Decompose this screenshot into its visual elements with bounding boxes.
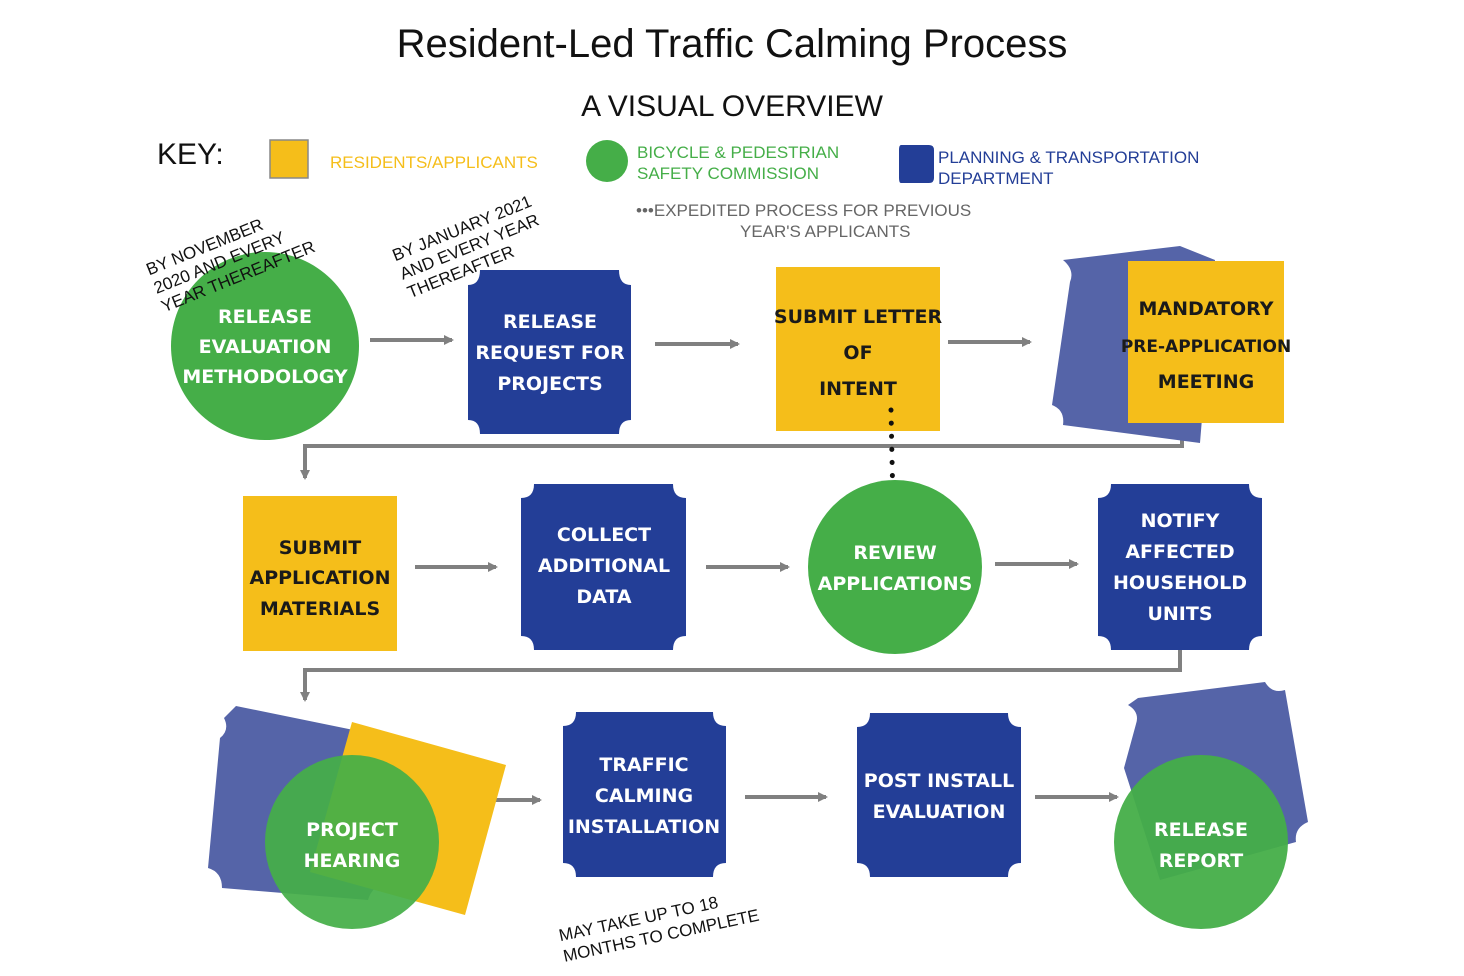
step-project-hearing: PROJECT HEARING (208, 706, 506, 929)
step-label-line: UNITS (1147, 603, 1212, 625)
step-label-line: COLLECT (557, 524, 651, 546)
step-label-line: EVALUATION (199, 336, 332, 358)
step-release-evaluation-methodology: RELEASE EVALUATION METHODOLOGY (171, 252, 359, 440)
department-notched-square (468, 270, 631, 434)
step-label-line: HOUSEHOLD (1113, 572, 1247, 594)
key-department-text-1: PLANNING & TRANSPORTATION (938, 148, 1199, 167)
step-label-line: MEETING (1158, 371, 1254, 393)
step-label-line: OF (843, 342, 872, 364)
residents-square (1128, 261, 1284, 423)
step-submit-application-materials: SUBMIT APPLICATION MATERIALS (243, 496, 397, 651)
step-label-line: PRE-APPLICATION (1121, 337, 1291, 357)
page-title: Resident-Led Traffic Calming Process (396, 22, 1068, 66)
step-label-line: METHODOLOGY (182, 366, 348, 388)
step-label-line: PROJECTS (497, 373, 602, 395)
step-label-line: RELEASE (218, 306, 312, 328)
key-expedited-note: •••EXPEDITED PROCESS FOR PREVIOUS YEAR'S… (636, 201, 971, 241)
step-label-line: MATERIALS (260, 598, 380, 620)
step-label-line: APPLICATIONS (818, 573, 973, 595)
department-notched-square (857, 713, 1021, 877)
step-label-line: DATA (576, 586, 631, 608)
step-release-report: RELEASE REPORT (1114, 682, 1308, 929)
step-label-line: PROJECT (306, 819, 398, 841)
step-label-line: REPORT (1159, 850, 1243, 872)
key-residents-text: RESIDENTS/APPLICANTS (330, 153, 538, 172)
step-label-line: REQUEST FOR (475, 342, 625, 364)
step-mandatory-pre-application-meeting: MANDATORY PRE-APPLICATION MEETING (1052, 246, 1291, 443)
step-label-line: HEARING (304, 850, 401, 872)
key-commission-swatch (586, 140, 628, 182)
step-label-line: ADDITIONAL (538, 555, 670, 577)
step-label-line: TRAFFIC (599, 754, 688, 776)
commission-circle (171, 252, 359, 440)
step-label-line: MANDATORY (1139, 298, 1274, 320)
department-notched-square (1098, 484, 1262, 650)
step-label-line: CALMING (595, 785, 693, 807)
step-review-applications: REVIEW APPLICATIONS (808, 480, 982, 654)
key-department: PLANNING & TRANSPORTATION DEPARTMENT (899, 145, 1199, 188)
step-label-line: NOTIFY (1141, 510, 1220, 532)
step-label-line: POST INSTALL (864, 770, 1014, 792)
step-label-line: APPLICATION (250, 567, 391, 589)
commission-circle (265, 755, 439, 929)
step-label-line: AFFECTED (1125, 541, 1234, 563)
commission-circle (1114, 755, 1288, 929)
residents-square (243, 496, 397, 651)
step-label-line: RELEASE (1154, 819, 1248, 841)
commission-circle (808, 480, 982, 654)
key-commission-text-2: SAFETY COMMISSION (637, 164, 819, 183)
connector-row2-row3 (300, 648, 1182, 702)
key-residents-swatch (269, 139, 309, 179)
key-label: KEY: (157, 138, 224, 171)
department-notched-square (563, 712, 726, 877)
key-residents: RESIDENTS/APPLICANTS (269, 139, 538, 179)
step-label-line: INTENT (819, 378, 897, 400)
key-commission: BICYCLE & PEDESTRIAN SAFETY COMMISSION (586, 140, 839, 183)
key-department-swatch (899, 145, 934, 183)
step-traffic-calming-installation: TRAFFIC CALMING INSTALLATION (563, 712, 726, 877)
expedited-note-line-1: •••EXPEDITED PROCESS FOR PREVIOUS (636, 201, 971, 220)
page-subtitle: A VISUAL OVERVIEW (581, 90, 883, 123)
annotation-installation-time: MAY TAKE UP TO 18 MONTHS TO COMPLETE (557, 893, 761, 966)
step-label-line: REVIEW (853, 542, 936, 564)
step-label-line: RELEASE (503, 311, 597, 333)
step-release-request-for-projects: RELEASE REQUEST FOR PROJECTS (468, 270, 631, 434)
step-label-line: EVALUATION (873, 801, 1006, 823)
step-submit-letter-of-intent: SUBMIT LETTER OF INTENT (774, 267, 943, 431)
step-notify-affected-household-units: NOTIFY AFFECTED HOUSEHOLD UNITS (1098, 484, 1262, 650)
step-label-line: SUBMIT (279, 537, 362, 559)
step-label-line: SUBMIT LETTER (774, 306, 943, 328)
connectors (300, 335, 1184, 805)
key-commission-text-1: BICYCLE & PEDESTRIAN (637, 143, 839, 162)
connector-row1-row2 (300, 432, 1184, 480)
step-post-install-evaluation: POST INSTALL EVALUATION (857, 713, 1021, 877)
step-label-line: INSTALLATION (568, 816, 720, 838)
key-department-text-2: DEPARTMENT (938, 169, 1054, 188)
expedited-note-line-2: YEAR'S APPLICANTS (740, 222, 910, 241)
step-collect-additional-data: COLLECT ADDITIONAL DATA (521, 484, 686, 650)
department-notched-square (521, 484, 686, 650)
residents-square (776, 267, 940, 431)
